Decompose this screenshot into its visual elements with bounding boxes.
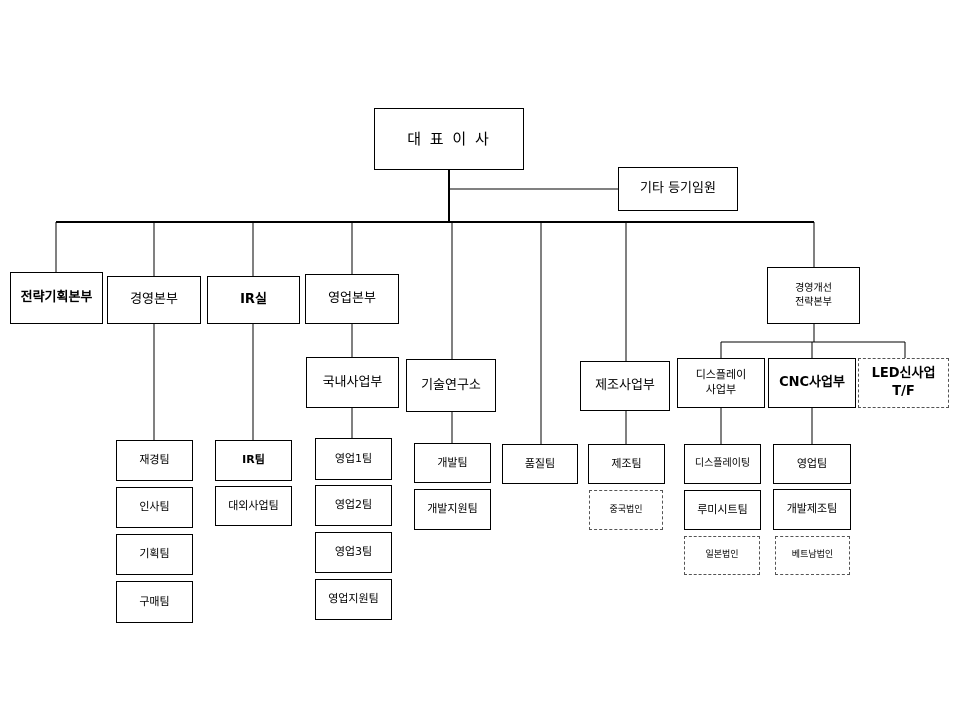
display-plating-team: 디스플레이팅: [684, 444, 761, 484]
led-new-business-tf: LED신사업 T/F: [858, 358, 949, 408]
development-team: 개발팀: [414, 443, 491, 483]
purchasing-team: 구매팀: [116, 581, 193, 623]
sales-team-3: 영업3팀: [315, 532, 392, 573]
display-business-division: 디스플레이 사업부: [677, 358, 765, 408]
management-improvement-division: 경영개선 전략본부: [767, 267, 860, 324]
ir-team: IR팀: [215, 440, 292, 481]
manufacturing-division: 제조사업부: [580, 361, 670, 411]
sales-team-1: 영업1팀: [315, 438, 392, 480]
development-support-team: 개발지원팀: [414, 489, 491, 530]
manufacturing-team: 제조팀: [588, 444, 665, 484]
management-division: 경영본부: [107, 276, 201, 324]
finance-team: 재경팀: [116, 440, 193, 481]
planning-team: 기획팀: [116, 534, 193, 575]
lumisheet-team: 루미시트팀: [684, 490, 761, 530]
vietnam-subsidiary: 베트남법인: [775, 536, 850, 575]
domestic-business-division: 국내사업부: [306, 357, 399, 408]
ir-office: IR실: [207, 276, 300, 324]
sales-division: 영업본부: [305, 274, 399, 324]
cnc-sales-team: 영업팀: [773, 444, 851, 484]
sales-support-team: 영업지원팀: [315, 579, 392, 620]
ceo-box: 대 표 이 사: [374, 108, 524, 170]
japan-subsidiary: 일본법인: [684, 536, 760, 575]
cnc-business-division: CNC사업부: [768, 358, 856, 408]
rnd-center: 기술연구소: [406, 359, 496, 412]
external-affairs-team: 대외사업팀: [215, 486, 292, 526]
sales-team-2: 영업2팀: [315, 485, 392, 526]
strategy-planning-division: 전략기획본부: [10, 272, 103, 324]
china-subsidiary: 중국법인: [589, 490, 663, 530]
development-manufacturing-team: 개발제조팀: [773, 489, 851, 530]
quality-team: 품질팀: [502, 444, 578, 484]
hr-team: 인사팀: [116, 487, 193, 528]
other-directors-box: 기타 등기임원: [618, 167, 738, 211]
